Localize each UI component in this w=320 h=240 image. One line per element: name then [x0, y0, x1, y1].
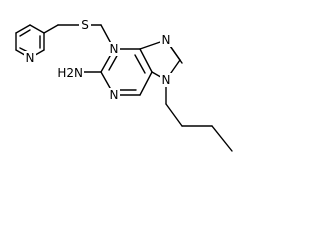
double-bond-inner [108, 53, 119, 71]
label-knockout [56, 64, 84, 79]
pyridine-nitrogen-label: N [26, 51, 35, 65]
label-knockout [108, 42, 120, 56]
bond [43, 24, 59, 34]
bond [139, 48, 153, 73]
imidazole-nitrogen-bottom-label: N [162, 73, 171, 87]
label-knockout [160, 73, 172, 87]
double-bond-inner [169, 45, 183, 64]
double-bond-inner [19, 29, 31, 37]
sulfur-label: S [81, 18, 89, 32]
bond [211, 125, 233, 152]
pyrimidine-nitrogen-bottom-label: N [110, 88, 119, 102]
bond [139, 71, 153, 96]
amine-label: H2N [57, 66, 83, 80]
double-bond-inner [134, 54, 146, 74]
label-knockout [24, 51, 36, 65]
chemical-structure: N S N N H2N N N [15, 18, 233, 152]
bond [29, 24, 45, 34]
bond [15, 24, 31, 34]
pyrimidine-ring [100, 48, 153, 96]
label-knockout [108, 88, 120, 102]
label-knockout [79, 18, 91, 32]
bond [165, 103, 183, 127]
imidazole-nitrogen-top-label: N [162, 33, 171, 47]
pyrimidine-nitrogen-left-label: N [110, 42, 119, 56]
label-knockout [160, 33, 172, 47]
